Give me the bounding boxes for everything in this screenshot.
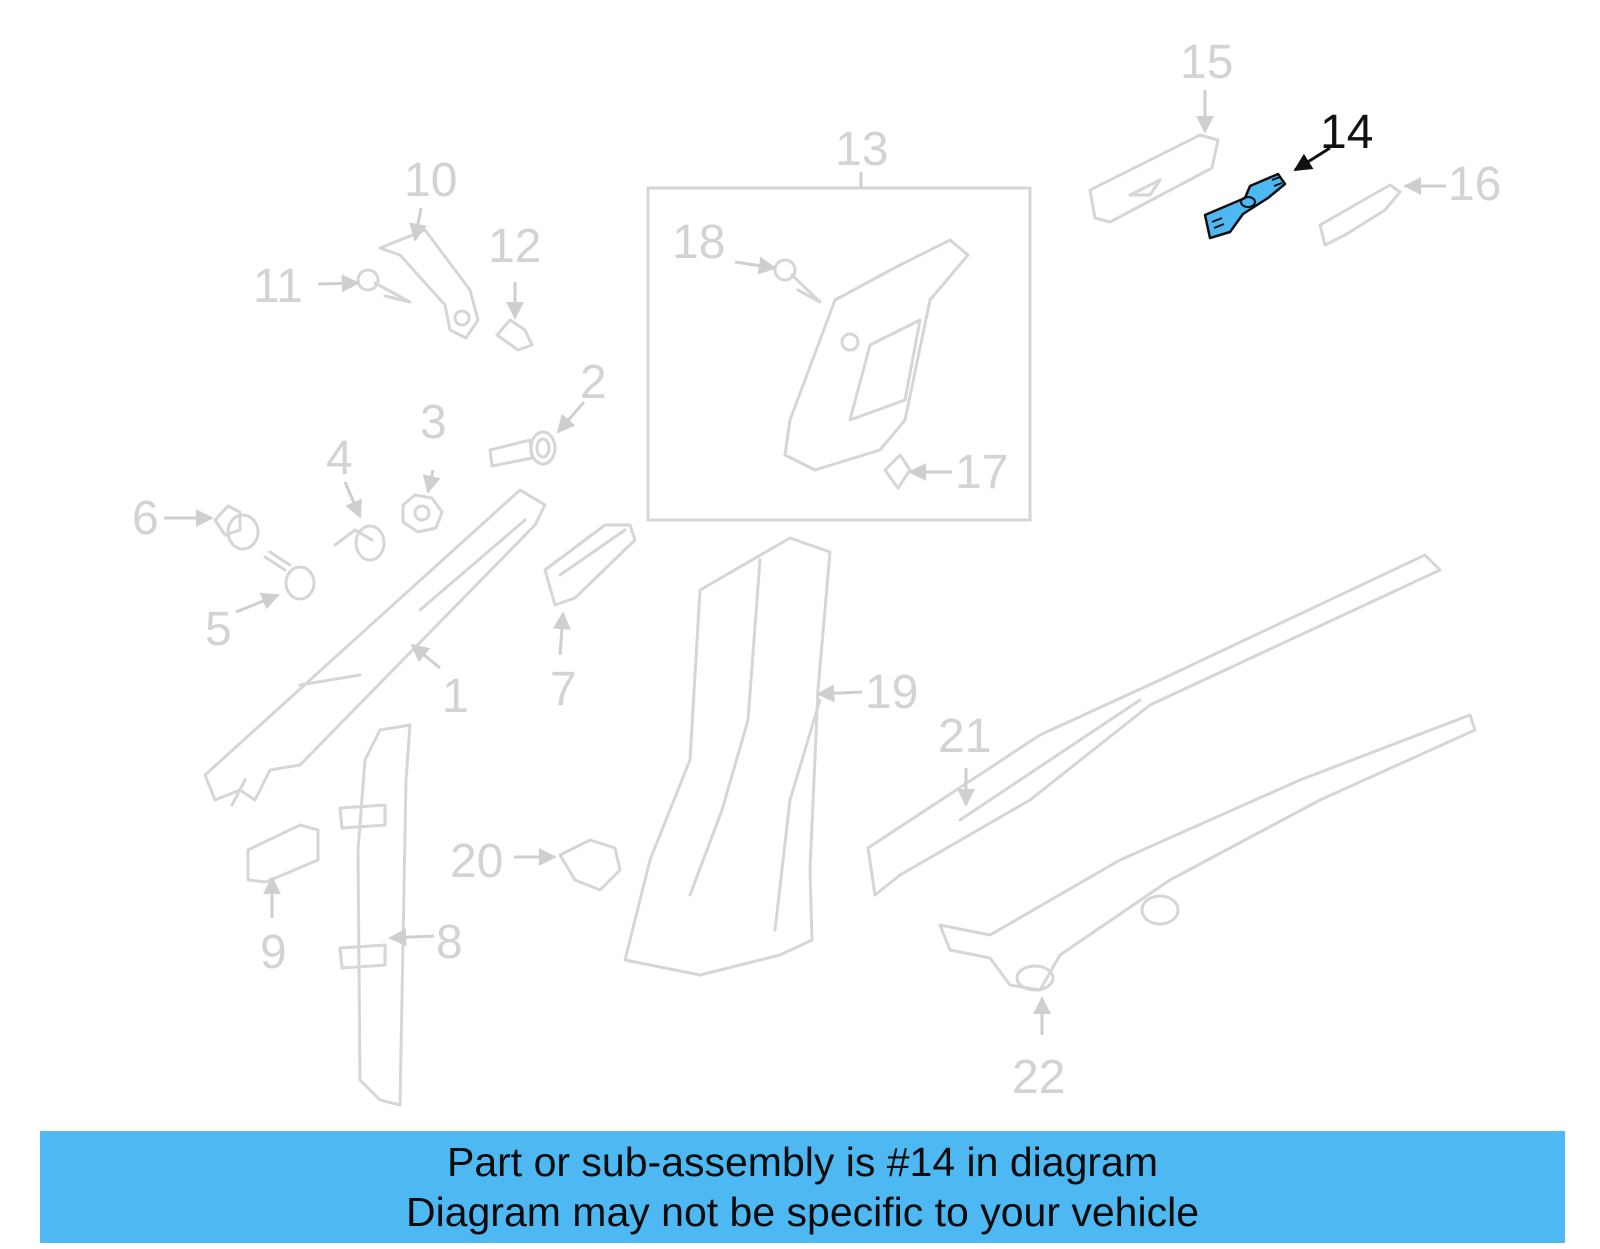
callout-15: 15 xyxy=(1180,36,1233,89)
callout-5: 5 xyxy=(205,603,232,656)
callout-22: 22 xyxy=(1012,1051,1065,1104)
part-18 xyxy=(773,258,822,304)
callout-11: 11 xyxy=(253,260,303,313)
banner-line-1: Part or sub-assembly is #14 in diagram xyxy=(447,1139,1158,1185)
callout-1: 1 xyxy=(442,670,469,723)
callout-4: 4 xyxy=(326,432,353,485)
part-13 xyxy=(783,238,970,472)
part-17 xyxy=(883,453,912,490)
callout-2: 2 xyxy=(580,356,607,409)
info-banner: Part or sub-assembly is #14 in diagram D… xyxy=(40,1131,1565,1243)
part-14-highlighted xyxy=(1203,172,1287,240)
part-16 xyxy=(1318,183,1402,247)
callout-18: 18 xyxy=(672,216,725,269)
part-22 xyxy=(938,713,1477,992)
callout-8: 8 xyxy=(436,916,463,969)
part-9 xyxy=(246,823,320,884)
callout-17: 17 xyxy=(955,446,1008,499)
callout-21: 21 xyxy=(938,710,991,763)
part-21 xyxy=(866,553,1442,897)
part-10 xyxy=(378,228,480,340)
part-15 xyxy=(1088,133,1220,224)
part-4 xyxy=(333,524,386,562)
callout-14: 14 xyxy=(1320,106,1373,159)
part-2 xyxy=(488,430,557,468)
part-20 xyxy=(558,838,622,892)
part-7 xyxy=(543,523,637,607)
callout-19: 19 xyxy=(865,666,918,719)
part-3 xyxy=(401,493,444,534)
part-13-group-box xyxy=(646,186,1032,522)
callout-12: 12 xyxy=(488,220,541,273)
part-12 xyxy=(495,318,534,352)
callout-6: 6 xyxy=(132,492,159,545)
callout-7: 7 xyxy=(550,663,577,716)
callout-16: 16 xyxy=(1448,158,1501,211)
part-1 xyxy=(203,488,547,807)
part-5 xyxy=(263,550,316,601)
banner-line-2: Diagram may not be specific to your vehi… xyxy=(405,1189,1199,1235)
part-11 xyxy=(356,268,412,304)
callout-13: 13 xyxy=(835,123,888,176)
callout-10: 10 xyxy=(404,154,457,207)
callout-3: 3 xyxy=(420,396,447,449)
callout-9: 9 xyxy=(260,926,287,979)
part-6 xyxy=(213,504,260,551)
callout-20: 20 xyxy=(450,835,503,888)
part-8 xyxy=(338,723,412,1107)
part-19 xyxy=(623,536,832,977)
